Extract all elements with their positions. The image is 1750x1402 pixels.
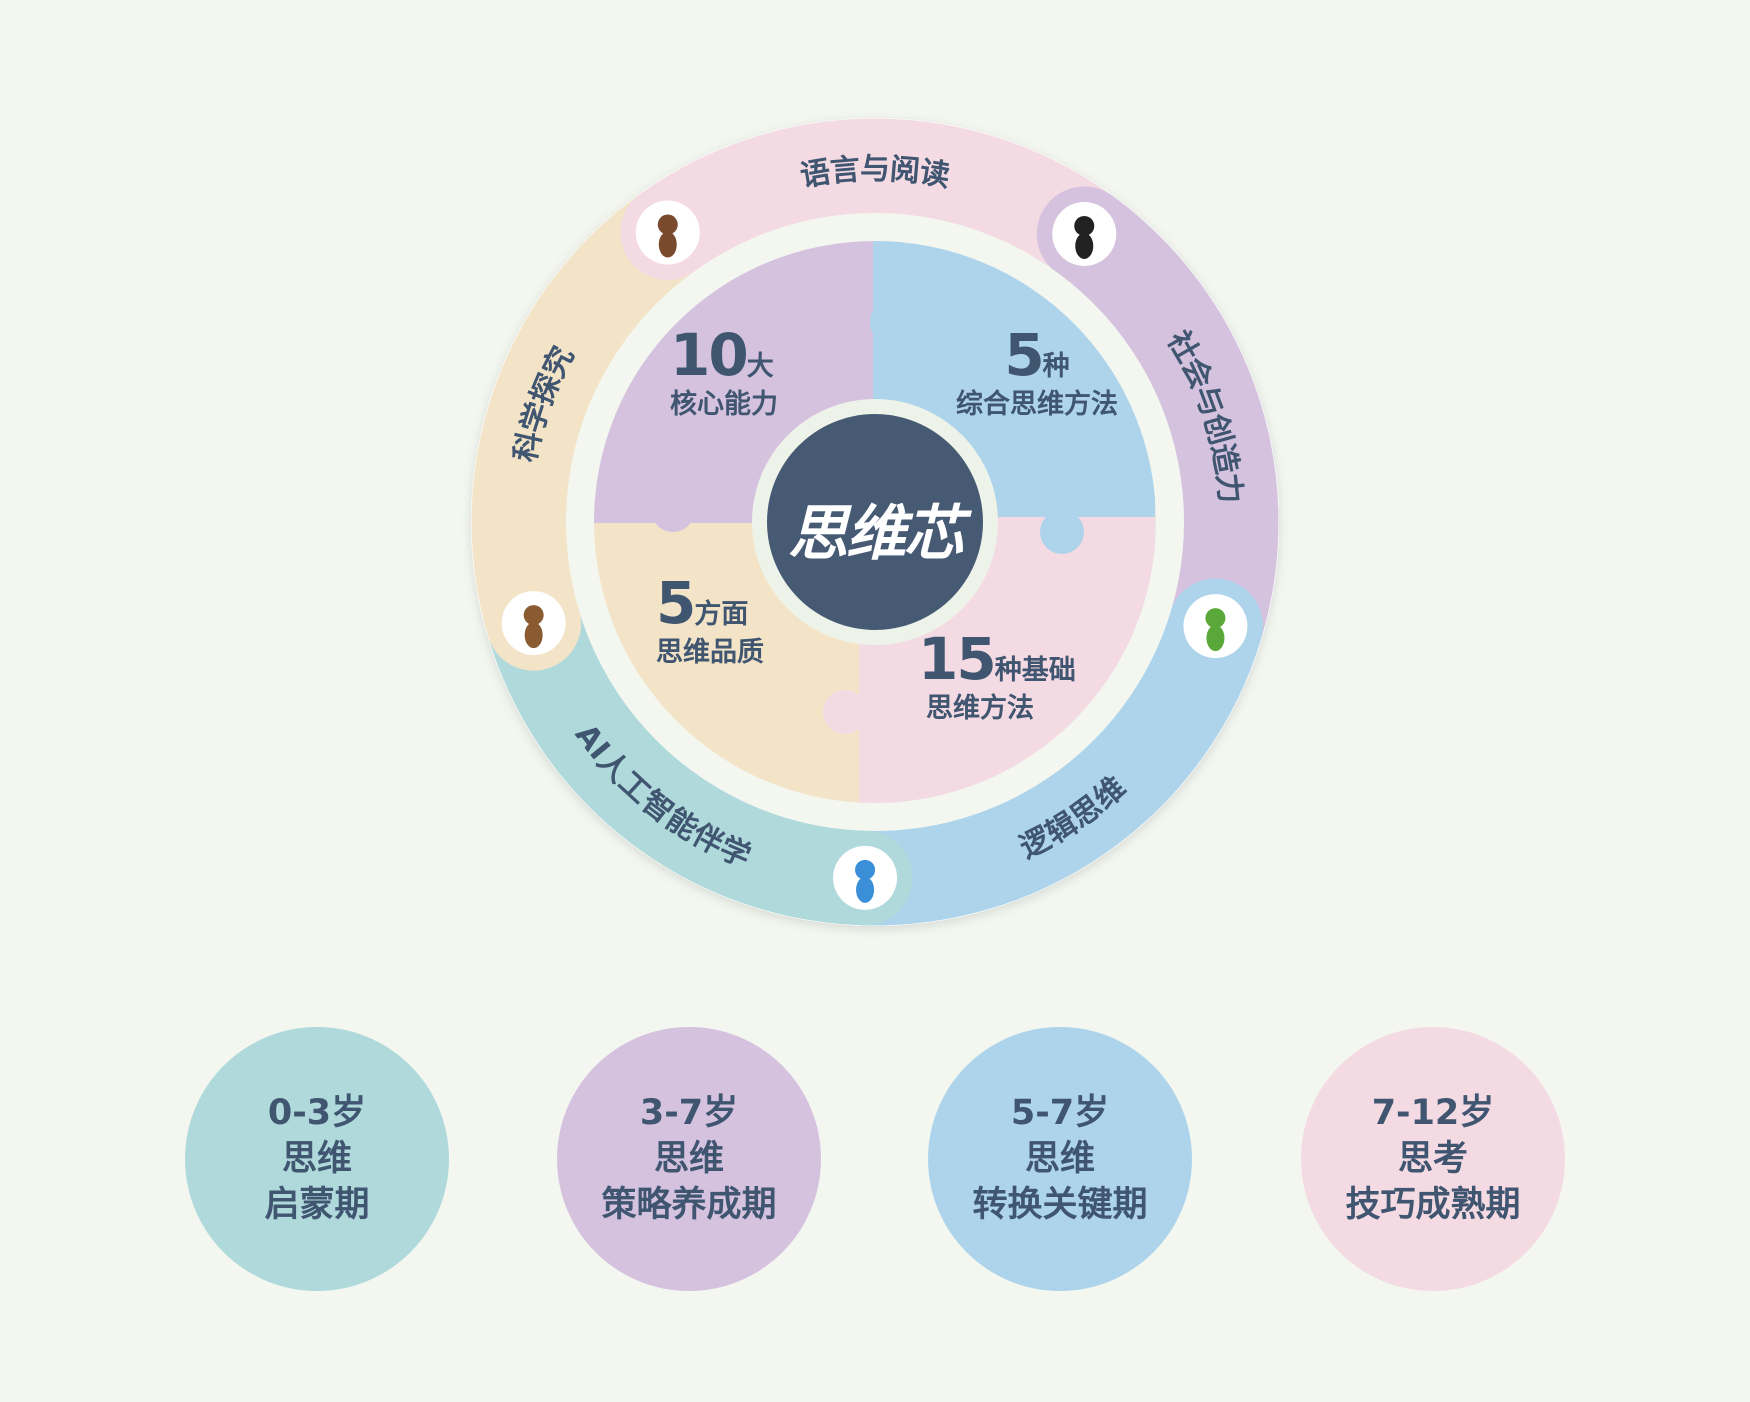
stage-line: 启蒙期 — [264, 1185, 370, 1225]
stage-age: 3-7岁 — [639, 1093, 739, 1133]
stage-age: 7-12岁 — [1371, 1093, 1495, 1133]
stage-line: 思维 — [1024, 1139, 1095, 1179]
ring-segment — [863, 611, 1261, 926]
puzzle-tab — [1040, 510, 1084, 554]
ring-segment — [1055, 195, 1279, 640]
quadrant-unit: 大 — [746, 351, 774, 382]
stage-age: 5-7岁 — [1010, 1093, 1110, 1133]
panda-avatar-icon — [1052, 201, 1117, 266]
puzzle-tab — [823, 690, 867, 734]
stage-age: 0-3岁 — [267, 1093, 367, 1133]
ring-segment — [488, 609, 867, 926]
stage-line: 思维 — [281, 1139, 352, 1179]
stage-line: 策略养成期 — [601, 1185, 777, 1225]
center-badge — [767, 414, 983, 630]
stage-line: 转换关键期 — [972, 1185, 1148, 1225]
quadrant-text: 思维方法 — [926, 692, 1034, 724]
center-logo: 思维芯 — [788, 499, 964, 569]
stage-line: 思维 — [653, 1139, 724, 1179]
quadrant-number: 15 — [918, 625, 997, 693]
quadrant-number: 5 — [1004, 321, 1044, 389]
quadrant-qualities: 5方面 思维品质 — [656, 570, 764, 668]
stage-line: 技巧成熟期 — [1345, 1185, 1521, 1225]
quadrant-methods: 5种 综合思维方法 — [951, 322, 1123, 420]
quadrant-number: 10 — [670, 321, 749, 389]
ring-segment — [471, 193, 696, 637]
quadrant-unit: 方面 — [694, 599, 749, 630]
quadrant-number: 5 — [656, 569, 696, 637]
stage-circle-0-3: 0-3岁 思维 启蒙期 — [185, 1027, 449, 1291]
quadrant-text: 综合思维方法 — [956, 388, 1118, 420]
dog-avatar-icon — [1183, 594, 1248, 659]
stage-circle-7-12: 7-12岁 思考 技巧成熟期 — [1301, 1027, 1565, 1291]
stage-circle-3-7: 3-7岁 思维 策略养成期 — [557, 1027, 821, 1291]
quadrant-core-abilities: 10大 核心能力 — [670, 322, 778, 420]
quadrant-unit: 种 — [1042, 351, 1070, 382]
quadrant-text: 思维品质 — [656, 636, 764, 668]
ant-avatar-icon — [501, 591, 566, 656]
stage-circle-5-7: 5-7岁 思维 转换关键期 — [928, 1027, 1192, 1291]
quadrant-unit: 种基础 — [994, 655, 1076, 686]
robot-avatar-icon — [833, 845, 898, 910]
puzzle-tab — [651, 488, 695, 532]
stage-line: 思考 — [1397, 1139, 1468, 1179]
quadrant-text: 核心能力 — [670, 388, 778, 420]
quadrant-basic-methods: 15种基础 思维方法 — [918, 626, 1076, 724]
ring-segment — [640, 118, 1113, 273]
puzzle-tab — [870, 300, 914, 344]
teacher-avatar-icon — [635, 200, 700, 265]
